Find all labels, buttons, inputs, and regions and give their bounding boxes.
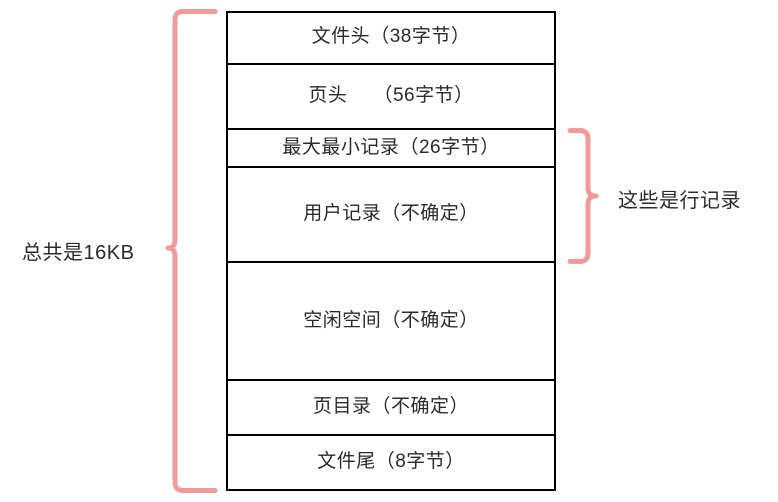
segment-page-header: 页头 （56字节）: [228, 65, 554, 131]
segment-page-directory-label: 页目录: [312, 396, 372, 418]
total-size-bracket: [165, 9, 218, 493]
row-records-bracket: [567, 128, 599, 264]
segment-page-directory-size: （不确定）: [371, 396, 470, 418]
segment-min-max-records-size: （26字节）: [399, 136, 500, 158]
segment-file-header-size: （38字节）: [370, 26, 471, 48]
row-records-label: 这些是行记录: [618, 190, 741, 212]
segment-free-space: 空闲空间（不确定）: [228, 263, 554, 381]
row-records-bracket-path: [567, 128, 599, 264]
page-structure-box: 文件头（38字节） 页头（56字节） 最大最小记录（26字节） 用户记录（不确定…: [226, 11, 556, 491]
segment-page-directory: 页目录（不确定）: [228, 381, 554, 437]
segment-min-max-records: 最大最小记录（26字节）: [228, 130, 554, 168]
total-size-label: 总共是16KB: [22, 242, 135, 264]
segment-user-records-size: （不确定）: [381, 202, 479, 224]
segment-file-trailer-size: （8字节）: [375, 451, 465, 473]
segment-file-header-label: 文件头: [311, 26, 371, 48]
segment-free-space-size: （不确定）: [381, 309, 479, 331]
segment-user-records-label: 用户记录: [303, 202, 382, 224]
segment-user-records: 用户记录（不确定）: [228, 168, 554, 263]
segment-file-header: 文件头（38字节）: [228, 13, 554, 65]
segment-page-header-label: 页头: [308, 84, 348, 106]
segment-min-max-records-label: 最大最小记录: [282, 136, 400, 158]
segment-file-trailer: 文件尾（8字节）: [228, 436, 554, 489]
segment-free-space-label: 空闲空间: [303, 309, 382, 331]
segment-file-trailer-label: 文件尾: [317, 451, 376, 473]
total-size-bracket-path: [165, 9, 218, 493]
segment-page-header-size: （56字节）: [373, 84, 474, 106]
